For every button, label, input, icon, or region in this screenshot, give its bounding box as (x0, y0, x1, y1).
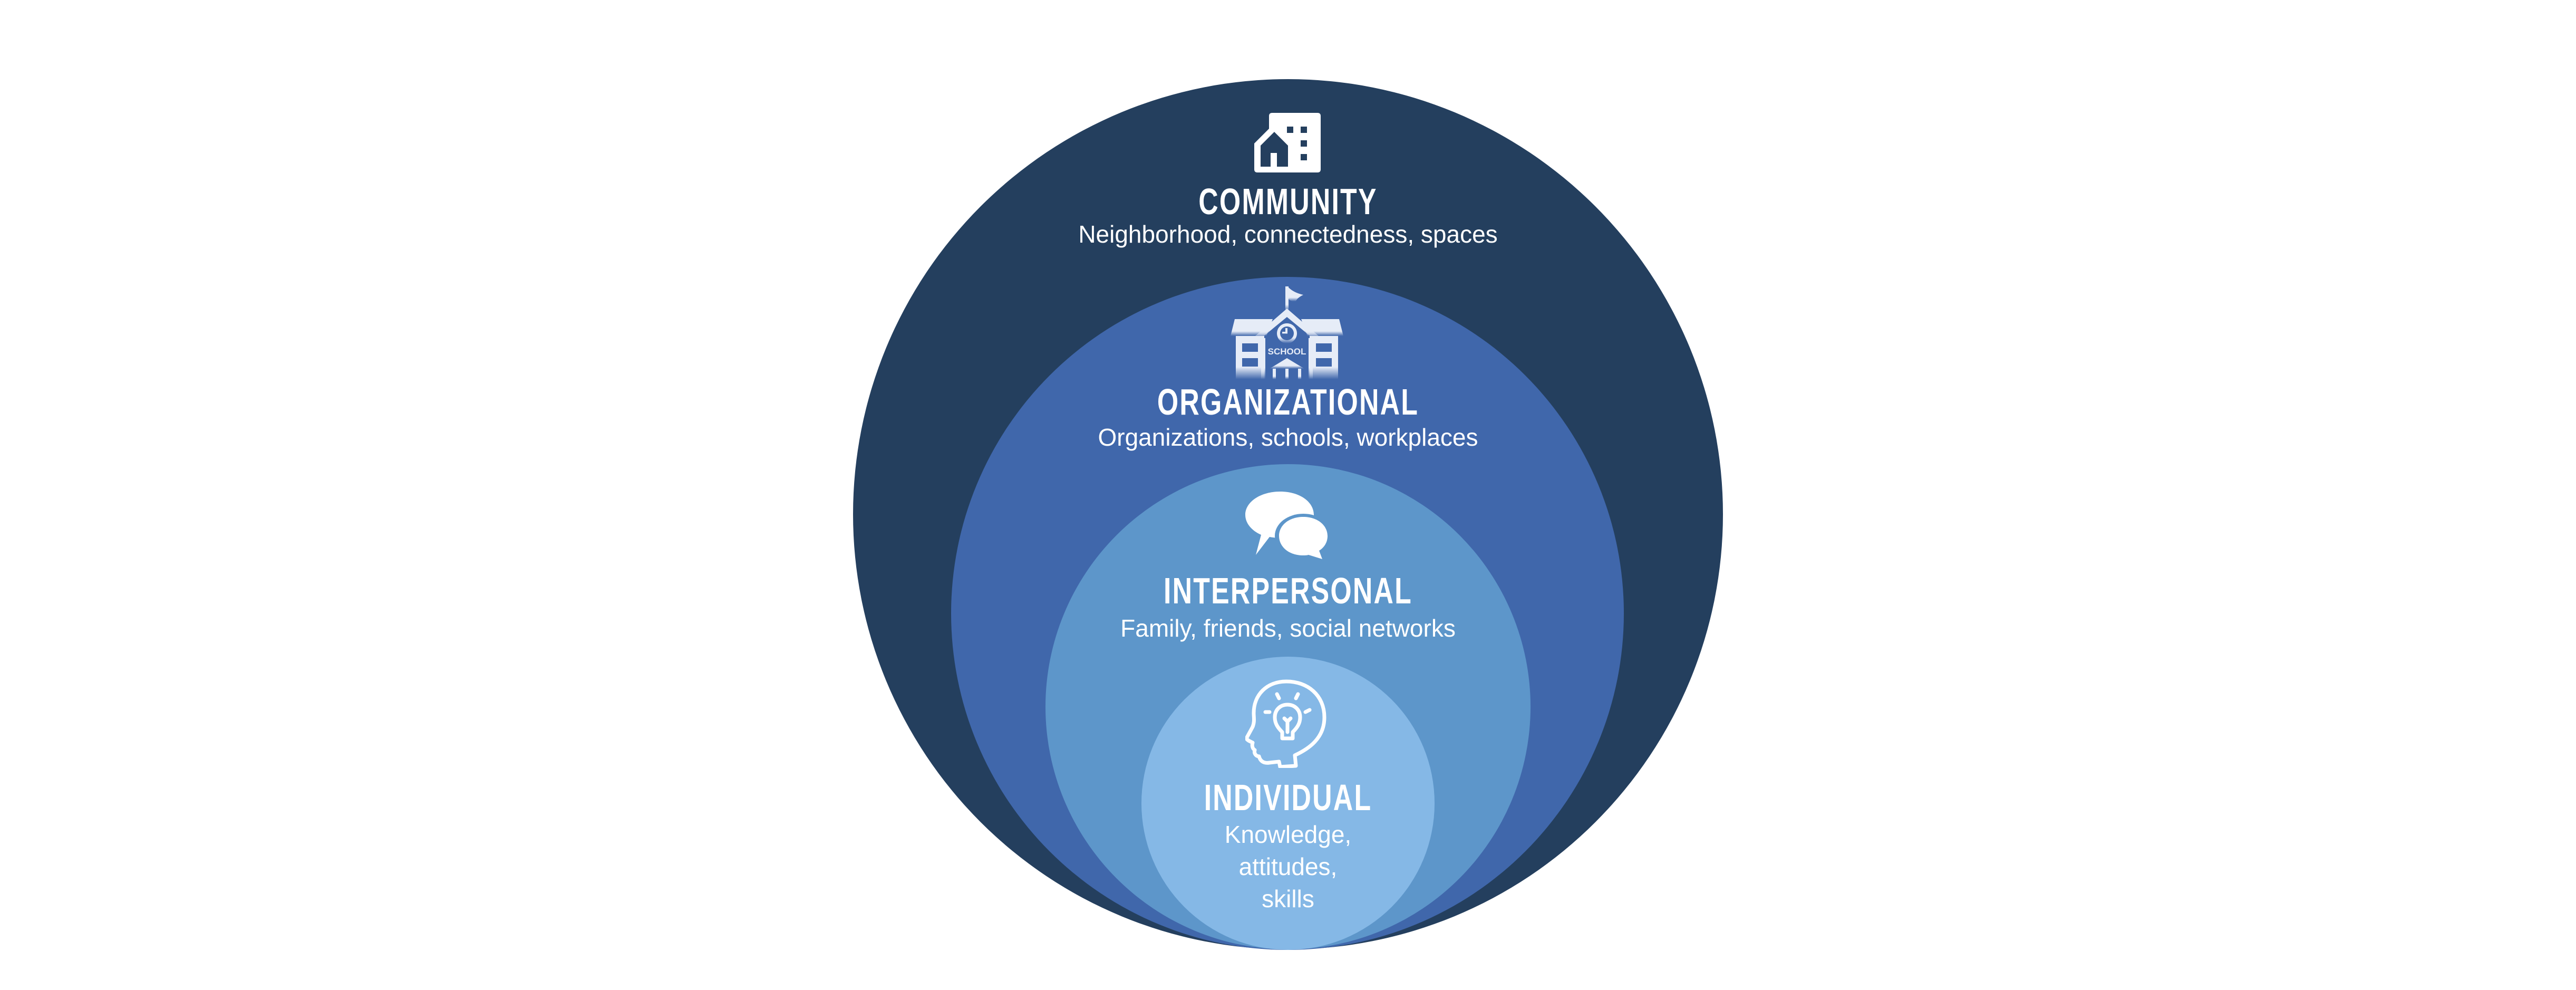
organizational-title-text: ORGANIZATIONAL (1157, 381, 1419, 422)
individual-description-line: skills (1262, 885, 1314, 912)
chat-bubbles-icon (1245, 492, 1330, 559)
individual-description: Knowledge, attitudes, skills (761, 819, 1815, 915)
interpersonal-description-text: Family, friends, social networks (1120, 614, 1456, 642)
individual-title-text: INDIVIDUAL (1204, 777, 1372, 818)
school-icon: SCHOOL (1231, 286, 1343, 379)
organizational-description-text: Organizations, schools, workplaces (1098, 424, 1478, 451)
interpersonal-description: Family, friends, social networks (761, 612, 1815, 645)
head-lightbulb-icon (1245, 679, 1326, 768)
community-title-text: COMMUNITY (1198, 181, 1378, 222)
organizational-title: ORGANIZATIONAL (761, 383, 1815, 420)
individual-description-line: Knowledge, (1224, 821, 1352, 848)
school-icon-text: SCHOOL (1268, 347, 1306, 357)
community-description-text: Neighborhood, connectedness, spaces (1078, 220, 1498, 248)
interpersonal-title: INTERPERSONAL (761, 572, 1815, 609)
community-description: Neighborhood, connectedness, spaces (761, 218, 1815, 251)
community-title: COMMUNITY (761, 183, 1815, 220)
interpersonal-title-text: INTERPERSONAL (1163, 570, 1413, 611)
building-house-icon (1254, 113, 1321, 172)
individual-description-line: attitudes, (1238, 853, 1338, 880)
organizational-description: Organizations, schools, workplaces (761, 421, 1815, 454)
individual-title: INDIVIDUAL (761, 779, 1815, 816)
